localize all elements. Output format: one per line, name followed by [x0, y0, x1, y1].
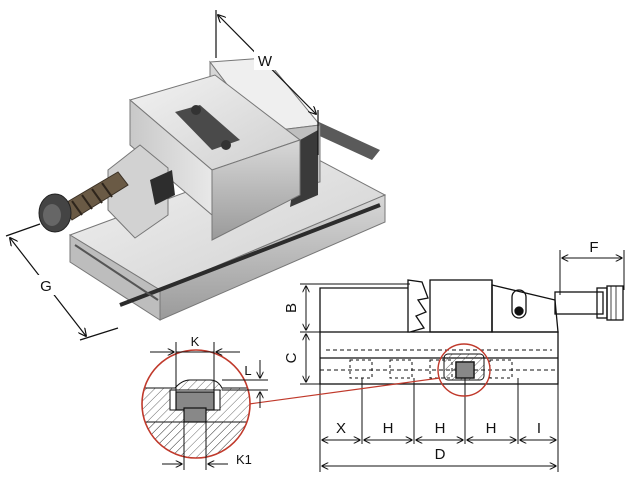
side-view-dimensions: [300, 250, 625, 472]
screw-head: [221, 140, 231, 150]
key-side-front: [455, 361, 475, 379]
side-view-drawing: [319, 279, 624, 385]
screw-head: [191, 105, 201, 115]
dim-l-label: L: [244, 363, 251, 378]
side-view-labels: F B C X H H H I D: [283, 239, 599, 463]
handle-shaft: [554, 291, 604, 315]
top-slot: [175, 105, 240, 150]
detail-callout: K L K1: [141, 334, 491, 470]
detail-key-tenon: [183, 407, 207, 423]
handle-slot: [511, 289, 527, 319]
detail-content: [142, 350, 250, 458]
leadscrew: [38, 171, 129, 233]
dim-x-label: X: [336, 420, 346, 437]
callout-leader: [248, 377, 441, 405]
jaw-serrated: [407, 279, 429, 333]
dim-w-bg: [254, 50, 276, 70]
callout-circle-large: [141, 349, 251, 459]
movable-jaw: [107, 144, 169, 239]
handle-end: [606, 285, 624, 321]
detail-key: [175, 391, 215, 411]
base-groove-front: [74, 244, 159, 301]
dim-g-ext-top: [5, 223, 41, 237]
dim-i-label: I: [537, 420, 541, 437]
dim-c-label: C: [283, 352, 300, 363]
dim-k-label: K: [191, 334, 200, 349]
hidden-slots: [349, 359, 513, 379]
jaw-block: [429, 279, 493, 333]
dim-h1-label: H: [383, 420, 394, 437]
callout-circle-small: [437, 343, 491, 397]
handle-pin: [514, 306, 524, 316]
dim-g-label: G: [40, 278, 52, 295]
dim-k1-label: K1: [236, 452, 252, 467]
jaw-taper: [491, 284, 559, 333]
detail-dimensions: [150, 342, 268, 470]
dim-g-bg: [36, 275, 56, 295]
jaw-outline-left: [319, 287, 411, 332]
jaw-lock: [150, 170, 175, 205]
dim-h2-label: H: [435, 420, 446, 437]
vise-photo: W G: [5, 10, 387, 341]
main-block-side: [211, 139, 301, 241]
dim-f-label: F: [589, 239, 598, 256]
dim-d-label: D: [435, 446, 446, 463]
dim-b-label: B: [283, 303, 300, 313]
base-groove: [119, 203, 381, 307]
dim-w-label: W: [258, 53, 273, 70]
dim-g-ext-bottom: [79, 327, 119, 341]
dim-h3-label: H: [486, 420, 497, 437]
